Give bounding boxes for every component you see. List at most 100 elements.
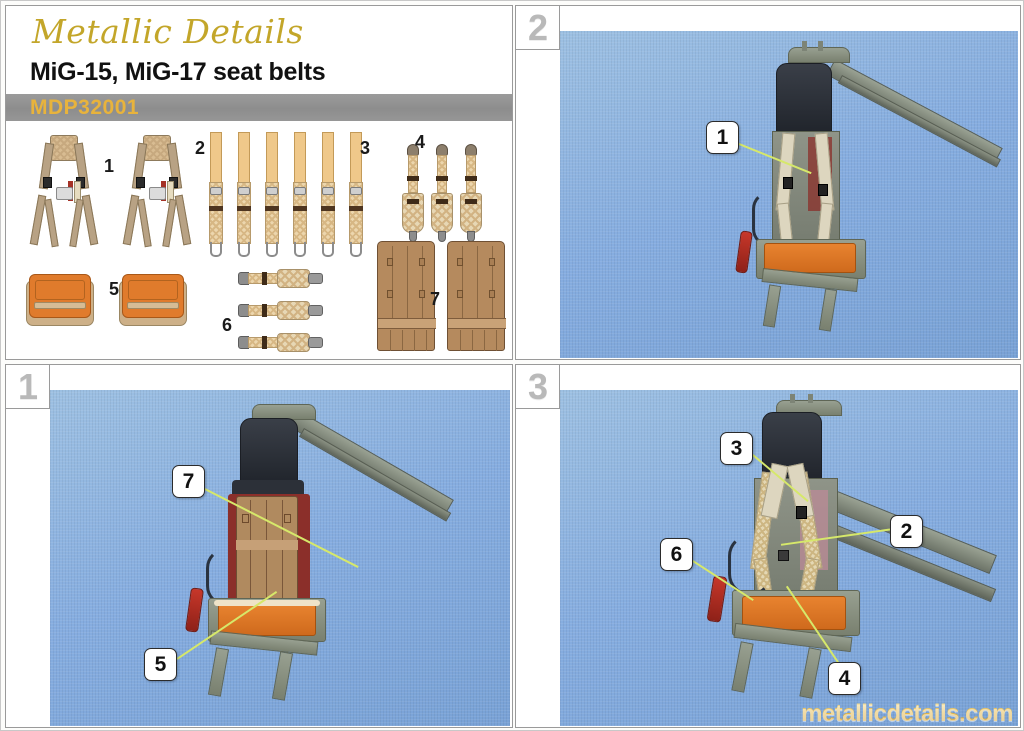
strap-tip (438, 231, 446, 242)
photo-panel-step-1: 1 (5, 364, 513, 728)
ejection-handle (185, 587, 204, 633)
callout-6[interactable]: 6 (660, 538, 693, 571)
harness-strap (174, 194, 192, 246)
cushion-edge (214, 600, 320, 606)
seat-top-pin (802, 41, 807, 51)
part-long-strap (293, 132, 307, 257)
part-long-strap (349, 132, 363, 257)
part-long-strap (321, 132, 335, 257)
strap-band (265, 206, 279, 211)
strap-webbing (322, 132, 334, 184)
harness-strap (137, 198, 152, 248)
callout-5[interactable]: 5 (144, 648, 177, 681)
back-pad-seam (250, 500, 251, 600)
part-harness (121, 135, 193, 250)
part-long-strap (209, 132, 223, 257)
strap-band (209, 206, 223, 211)
strap-band (237, 206, 251, 211)
strap-band (465, 176, 477, 181)
back-pad-seam (462, 246, 463, 320)
strap-weave (349, 182, 363, 244)
seat-cushion-pad (764, 243, 856, 273)
cushion-strap (34, 302, 86, 309)
part-long-strap (265, 132, 279, 257)
website-url[interactable]: metallicdetails.com (801, 700, 1013, 727)
strap-band (465, 199, 477, 204)
strap-pad (277, 269, 310, 288)
callout-4[interactable]: 4 (828, 662, 861, 695)
strap-weave (466, 155, 476, 193)
strap-tip (308, 273, 323, 284)
callout-2[interactable]: 2 (890, 515, 923, 548)
callout-1[interactable]: 1 (706, 121, 739, 154)
back-pad-belt (448, 318, 506, 329)
seat-headrest (240, 418, 298, 486)
back-pad-seam (390, 330, 391, 351)
brand-logo: Metallic Details (32, 12, 304, 51)
strap-buckle (238, 187, 250, 195)
cushion-strap (127, 302, 179, 309)
harness-yoke (50, 135, 78, 161)
strap-hook (350, 242, 362, 257)
part-shoulder-strap (431, 144, 453, 242)
strap-band (407, 176, 419, 181)
callout-3[interactable]: 3 (720, 432, 753, 465)
strap-tip (308, 305, 323, 316)
belt-buckle (796, 506, 807, 519)
back-pad-seam (392, 246, 393, 320)
harness-strap (162, 198, 177, 248)
harness-buckle-cluster (56, 187, 73, 200)
part-buckle-strap (238, 333, 323, 353)
product-code-bar: MDP32001 (6, 94, 512, 121)
back-pad-slot (489, 258, 495, 266)
back-pad-slot (419, 290, 425, 298)
back-pad-slot (457, 290, 463, 298)
strap-buckle (350, 187, 362, 195)
strap-hook (294, 242, 306, 257)
belt-buckle (818, 184, 828, 196)
strap-webbing (238, 132, 250, 184)
belt-buckle (778, 550, 789, 561)
product-title: MiG-15, MiG-17 seat belts (30, 58, 326, 86)
part-seat-cushion (26, 274, 94, 328)
seat-headrest (776, 63, 832, 135)
strap-tip (308, 337, 323, 348)
back-pad-slot (457, 258, 463, 266)
harness-buckle-cluster (149, 187, 166, 200)
strap-buckle (210, 187, 222, 195)
strap-hook (238, 242, 250, 257)
photo-step-2: 1 (560, 31, 1018, 358)
back-pad-seam (426, 330, 427, 351)
photo-step-3: 3 2 6 4 (560, 390, 1018, 726)
part-back-pad (377, 241, 436, 351)
strap-hook (322, 242, 334, 257)
product-code: MDP32001 (30, 96, 140, 119)
strap-band (321, 206, 335, 211)
back-pad-seam (472, 330, 473, 351)
callout-7[interactable]: 7 (172, 465, 205, 498)
back-pad-seam (460, 330, 461, 351)
back-pad-seam (407, 246, 408, 320)
part-long-strap (237, 132, 251, 257)
seat-top-pin (808, 394, 813, 403)
seat-top-pin (790, 394, 795, 403)
strap-webbing (294, 132, 306, 184)
back-pad-slot (284, 514, 291, 523)
back-pad-slot (419, 258, 425, 266)
strap-band (262, 272, 267, 285)
back-pad-slot (242, 514, 249, 523)
strap-weave (265, 182, 279, 244)
strap-weave (209, 182, 223, 244)
strap-weave (408, 155, 418, 193)
info-parts-panel: Metallic Details MiG-15, MiG-17 seat bel… (5, 5, 513, 360)
back-pad-belt (236, 540, 298, 550)
back-pad-seam (402, 330, 403, 351)
seat-top-pin (818, 41, 823, 51)
harness-strap (69, 198, 84, 248)
part-shoulder-strap (460, 144, 482, 242)
seat-footrest (799, 647, 822, 699)
ejection-seat-model (180, 402, 454, 722)
back-pad-belt (378, 318, 436, 329)
back-pad-seam (422, 246, 423, 320)
strap-buckle (322, 187, 334, 195)
